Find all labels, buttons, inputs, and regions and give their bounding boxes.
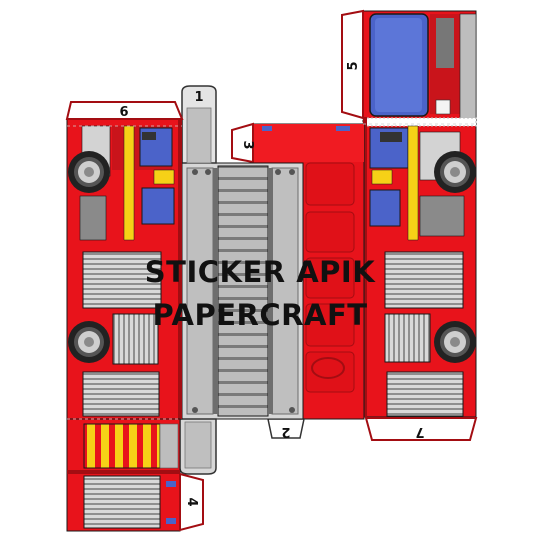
watermark-line-1: STICKER APIK <box>144 255 376 289</box>
tab-label-7: 7 <box>415 424 424 439</box>
lower-grey-column <box>179 418 217 475</box>
tab-label-1: 1 <box>194 90 203 105</box>
right-panel <box>362 10 477 418</box>
tab-label-2: 2 <box>281 424 290 439</box>
tab-7: 7 <box>364 417 478 441</box>
tab-5: 5 <box>341 9 364 120</box>
roller-shutter <box>82 251 162 309</box>
tab-1: 1 <box>181 85 217 164</box>
tab-3: 3 <box>231 122 255 164</box>
tab-4: 4 <box>166 472 204 532</box>
mirror-icon <box>436 18 454 68</box>
wheel-icon <box>434 151 476 193</box>
ladder-icon <box>217 165 269 417</box>
rear-panel <box>66 418 181 532</box>
tab-label-3: 3 <box>240 140 255 149</box>
tab-label-4: 4 <box>184 497 199 506</box>
watermark-line-2: PAPERCRAFT <box>152 298 368 332</box>
ladder-panel <box>181 162 304 420</box>
tab-label-6: 6 <box>119 105 128 120</box>
tab-label-5: 5 <box>346 61 361 70</box>
fire-badge-icon <box>311 357 345 379</box>
wheel-icon <box>68 151 110 193</box>
tab-2: 2 <box>267 418 305 439</box>
fold-lines <box>67 123 476 420</box>
tab-6: 6 <box>65 101 184 120</box>
roller-shutter <box>384 251 464 309</box>
left-panel <box>66 118 183 420</box>
